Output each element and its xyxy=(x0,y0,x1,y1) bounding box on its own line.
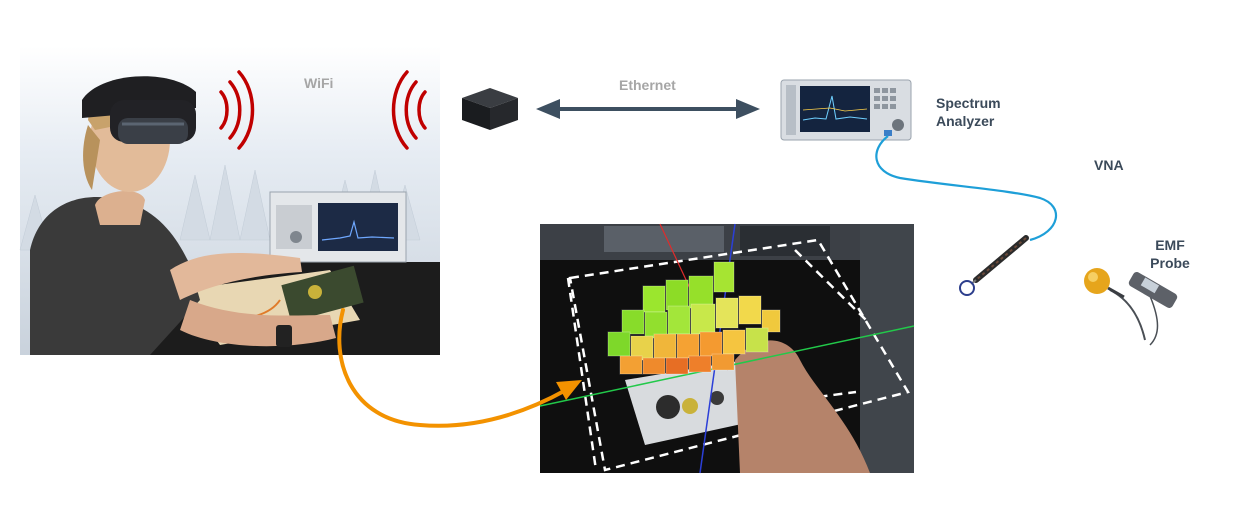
ethernet-label: Ethernet xyxy=(619,77,676,93)
spectrum-analyzer-label: Spectrum Analyzer xyxy=(936,95,1001,129)
vna-label: VNA xyxy=(1094,157,1124,173)
emf-probe-label: EMF Probe xyxy=(1150,237,1190,271)
wifi-label: WiFi xyxy=(304,75,334,91)
